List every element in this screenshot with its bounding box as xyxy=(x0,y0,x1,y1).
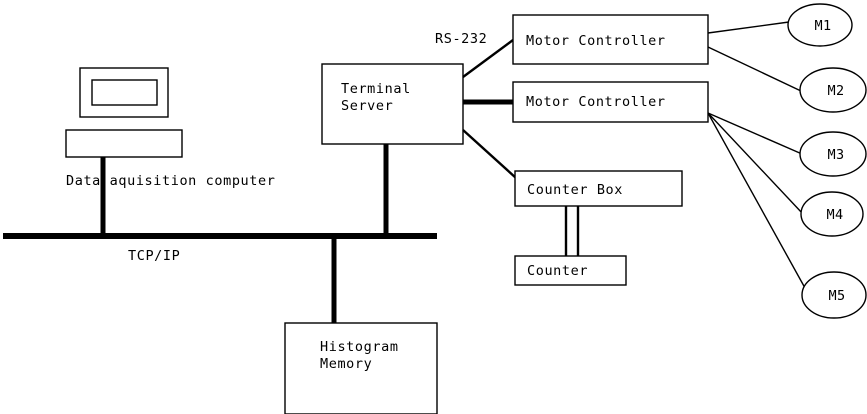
computer-base-box xyxy=(65,129,183,158)
motor-m3-node[interactable]: M3 xyxy=(799,131,867,177)
monitor-screen-icon xyxy=(91,79,158,106)
motor-m5-node[interactable]: M5 xyxy=(801,271,867,319)
motor-m4-label: M4 xyxy=(826,207,843,223)
motor-m5-ellipse xyxy=(801,271,867,319)
histogram-memory-label-line1: Histogram xyxy=(320,339,399,355)
tcpip-label: TCP/IP xyxy=(128,248,180,264)
motor-m2-node[interactable]: M2 xyxy=(799,67,867,113)
histogram-memory-label-line2: Memory xyxy=(320,356,372,372)
link-motor-controller-1-to-m2 xyxy=(707,46,802,92)
motor-controller-1-label: Motor Controller xyxy=(526,33,666,49)
link-motor-controller-2-to-m3 xyxy=(707,112,803,155)
link-motor-controller-2-to-m4 xyxy=(707,112,804,215)
motor-m1-ellipse xyxy=(787,3,853,47)
link-motor-controller-2-to-m5 xyxy=(707,112,806,289)
motor-m1-label: M1 xyxy=(814,18,831,34)
link-terminal-server-to-counter-box xyxy=(462,129,517,179)
terminal-server-box xyxy=(321,63,464,145)
counter-box-label: Counter Box xyxy=(527,182,623,198)
computer-caption: Data aquisition computer xyxy=(66,173,275,189)
link-motor-controller-1-to-m1 xyxy=(707,21,790,34)
histogram-memory-node[interactable]: Histogram Memory xyxy=(284,322,438,414)
terminal-server-label-line1: Terminal xyxy=(341,81,411,97)
motor-controller-1-box xyxy=(512,14,709,65)
motor-controller-2-label: Motor Controller xyxy=(526,94,666,110)
data-acquisition-computer[interactable] xyxy=(65,67,183,158)
motor-controller-2-box xyxy=(512,81,709,123)
counter-box-node[interactable]: Counter Box xyxy=(514,170,683,207)
motor-m2-ellipse xyxy=(799,67,867,113)
counter-rect xyxy=(514,255,627,286)
motor-m2-label: M2 xyxy=(827,83,844,99)
counter-node[interactable]: Counter xyxy=(514,255,627,286)
histogram-memory-box xyxy=(284,322,438,414)
counter-box-rect xyxy=(514,170,683,207)
motor-m1-node[interactable]: M1 xyxy=(787,3,853,47)
motor-m5-label: M5 xyxy=(828,288,845,304)
rs232-label: RS-232 xyxy=(435,31,487,47)
link-terminal-server-to-motor-controller-1 xyxy=(462,39,514,78)
motor-m3-label: M3 xyxy=(827,147,844,163)
motor-m4-node[interactable]: M4 xyxy=(800,191,864,237)
counter-label: Counter xyxy=(527,263,588,279)
motor-m3-ellipse xyxy=(799,131,867,177)
motor-controller-2-node[interactable]: Motor Controller xyxy=(512,81,709,123)
terminal-server-node[interactable]: Terminal Server xyxy=(321,63,464,145)
motor-controller-1-node[interactable]: Motor Controller xyxy=(512,14,709,65)
terminal-server-label-line2: Server xyxy=(341,98,393,114)
motor-m4-ellipse xyxy=(800,191,864,237)
